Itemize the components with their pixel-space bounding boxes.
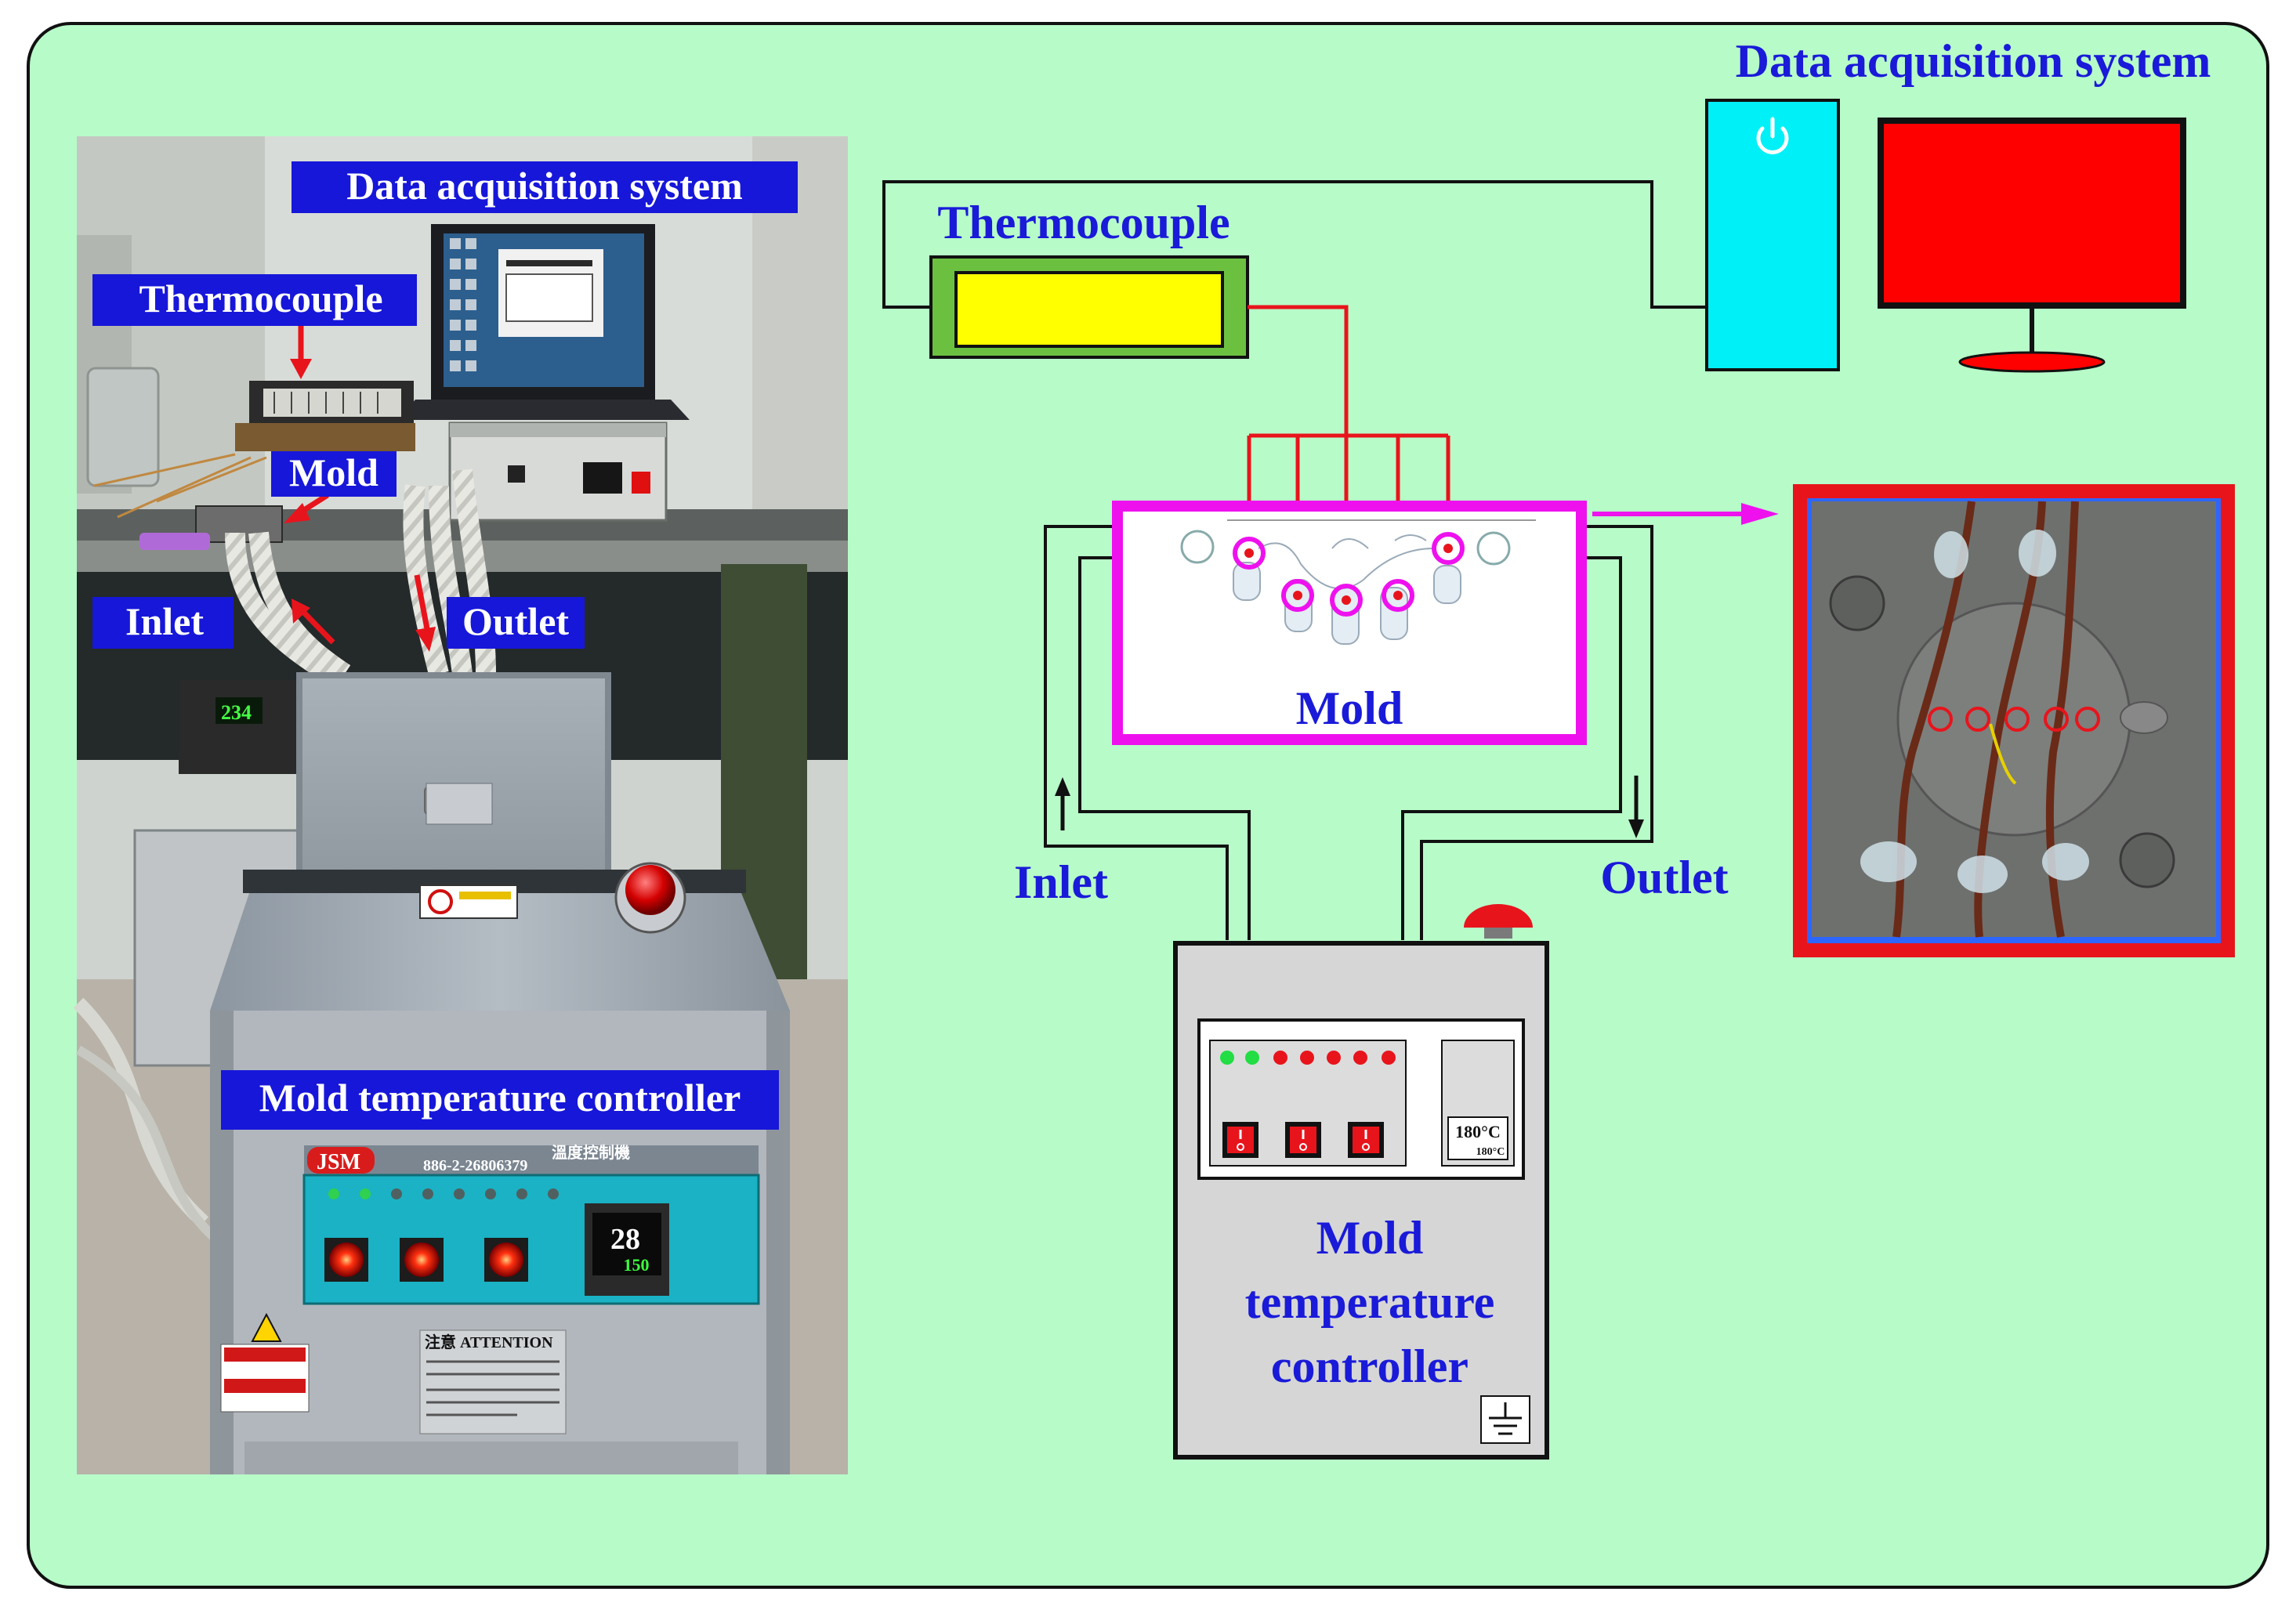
controller-sv-display: 150 (624, 1255, 650, 1275)
coolant-lines (1044, 525, 1653, 940)
svg-text:Thermocouple: Thermocouple (139, 277, 382, 320)
thermocouple-module (929, 255, 1249, 359)
arrow-down-icon (1628, 776, 1644, 838)
schematic-label-outlet: Outlet (1600, 852, 1728, 903)
schematic-label-inlet: Inlet (1014, 856, 1108, 908)
schematic-mold (1112, 501, 1587, 745)
brand-phone: 886-2-26806379 (423, 1157, 527, 1174)
brand-logo: JSM (317, 1150, 360, 1174)
rocker-switches (1222, 1122, 1384, 1158)
controller-label-line3: controller (1271, 1340, 1468, 1392)
attention-sticker: 注意 ATTENTION (425, 1333, 553, 1351)
photo-label-mold-temperature-controller: Mold temperature controller (221, 1070, 779, 1130)
arrow-right-icon (1592, 503, 1779, 525)
schematic-label-mold: Mold (1296, 682, 1403, 734)
brand-cn-title: 溫度控制機 (552, 1143, 630, 1162)
svg-text:Outlet: Outlet (462, 599, 569, 643)
mold-photo-measure-points (1928, 707, 2100, 732)
schematic-label-data-acquisition: Data acquisition system (1736, 35, 2211, 87)
photo-label-data-acquisition: Data acquisition system (292, 161, 798, 213)
controller-label-line2: temperature (1245, 1276, 1495, 1328)
photo-label-outlet: Outlet (447, 597, 585, 649)
controller-display-main: 180°C (1455, 1122, 1501, 1141)
photo-label-mold: Mold (271, 450, 397, 497)
photo-arrows (284, 323, 436, 652)
thermocouple-wires (1247, 305, 1450, 600)
arrow-up-icon (1055, 777, 1070, 830)
signal-wire (882, 180, 1707, 309)
svg-text:Mold temperature controller: Mold temperature controller (259, 1076, 741, 1120)
thermocouple-points (1233, 532, 1465, 617)
svg-text:Inlet: Inlet (125, 599, 204, 643)
photo-label-inlet: Inlet (92, 597, 234, 649)
mold-photo (1793, 484, 2235, 957)
heater-display: 234 (221, 701, 252, 724)
lab-photo: 234 (73, 136, 848, 1474)
controller-display-sub: 180°C (1476, 1146, 1505, 1158)
monitor (1878, 118, 2186, 373)
schematic-label-thermocouple: Thermocouple (937, 197, 1229, 248)
controller-label-line1: Mold (1316, 1212, 1424, 1264)
photo-label-thermocouple: Thermocouple (92, 274, 417, 326)
svg-text:Mold: Mold (289, 450, 378, 494)
ground-icon (1480, 1395, 1530, 1444)
svg-text:Data acquisition system: Data acquisition system (346, 164, 743, 208)
power-icon (1756, 117, 1789, 154)
pc-tower (1705, 99, 1840, 371)
emergency-stop-icon (1464, 904, 1533, 939)
controller-pv-display: 28 (610, 1223, 640, 1256)
schematic-controller: 180°C 180°C Mold temperature controller (1173, 904, 1549, 1460)
